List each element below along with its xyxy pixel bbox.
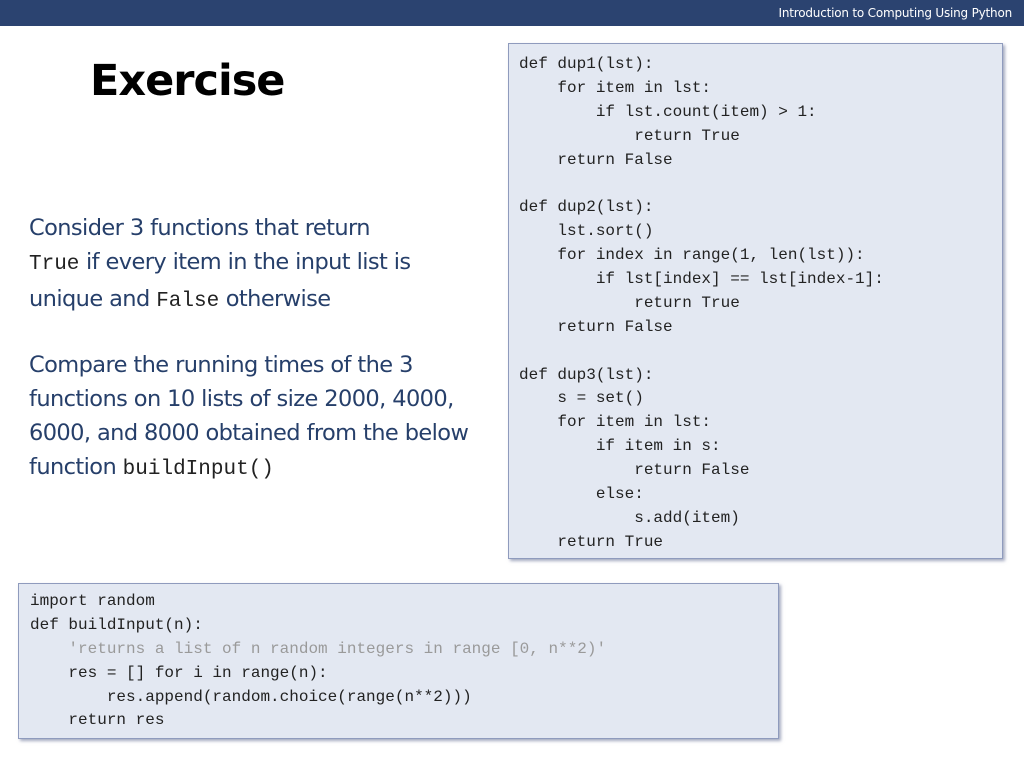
- code-line: def dup2(lst):: [519, 198, 654, 217]
- header-bar: Introduction to Computing Using Python: [0, 0, 1024, 26]
- code-line: def buildInput(n):: [30, 615, 203, 634]
- code-line: return True: [519, 126, 740, 145]
- code-line: return False: [519, 461, 750, 480]
- code-line: lst.sort(): [519, 222, 654, 241]
- code-line: def dup3(lst):: [519, 365, 654, 384]
- code-false: False: [156, 290, 220, 313]
- code-line: if item in s:: [519, 437, 721, 456]
- description-text: Consider 3 functions that return: [29, 215, 371, 241]
- slide-title: Exercise: [90, 56, 285, 106]
- code-true: True: [29, 253, 80, 276]
- code-line: return False: [519, 317, 673, 336]
- code-line: for index in range(1, len(lst)):: [519, 246, 865, 265]
- code-line: [519, 172, 1002, 196]
- code-line: import random: [30, 592, 155, 610]
- docstring-line: 'returns a list of n random integers in …: [30, 639, 607, 658]
- exercise-description: Consider 3 functions that return True if…: [29, 211, 479, 319]
- code-buildinput: buildInput(): [122, 458, 274, 481]
- code-line: for item in lst:: [519, 413, 712, 432]
- code-line: for item in lst:: [519, 78, 712, 97]
- code-line: return True: [519, 293, 740, 312]
- code-line: if lst[index] == lst[index-1]:: [519, 270, 884, 289]
- code-line: else:: [519, 485, 644, 504]
- code-line: [519, 340, 1002, 364]
- exercise-instruction: Compare the running times of the 3 funct…: [29, 348, 479, 487]
- code-line: return False: [519, 150, 673, 169]
- description-text: if every item in the input list is uniqu…: [29, 249, 411, 312]
- instruction-text: Compare the running times of the 3 funct…: [29, 352, 469, 480]
- code-line: return True: [519, 532, 664, 551]
- code-line: res.append(random.choice(range(n**2))): [30, 687, 472, 706]
- code-line: s = set(): [519, 389, 644, 408]
- code-line: res = [] for i in range(n):: [30, 663, 328, 682]
- code-line: if lst.count(item) > 1:: [519, 102, 817, 121]
- description-text: otherwise: [219, 286, 331, 312]
- code-line: return res: [30, 711, 165, 730]
- build-input-code-block: import random def buildInput(n): 'returns…: [18, 583, 779, 739]
- dup-functions-code-block: def dup1(lst): for item in lst: if lst.c…: [508, 43, 1003, 559]
- code-line: def dup1(lst):: [519, 55, 654, 73]
- code-line: s.add(item): [519, 508, 740, 527]
- course-title: Introduction to Computing Using Python: [778, 6, 1013, 20]
